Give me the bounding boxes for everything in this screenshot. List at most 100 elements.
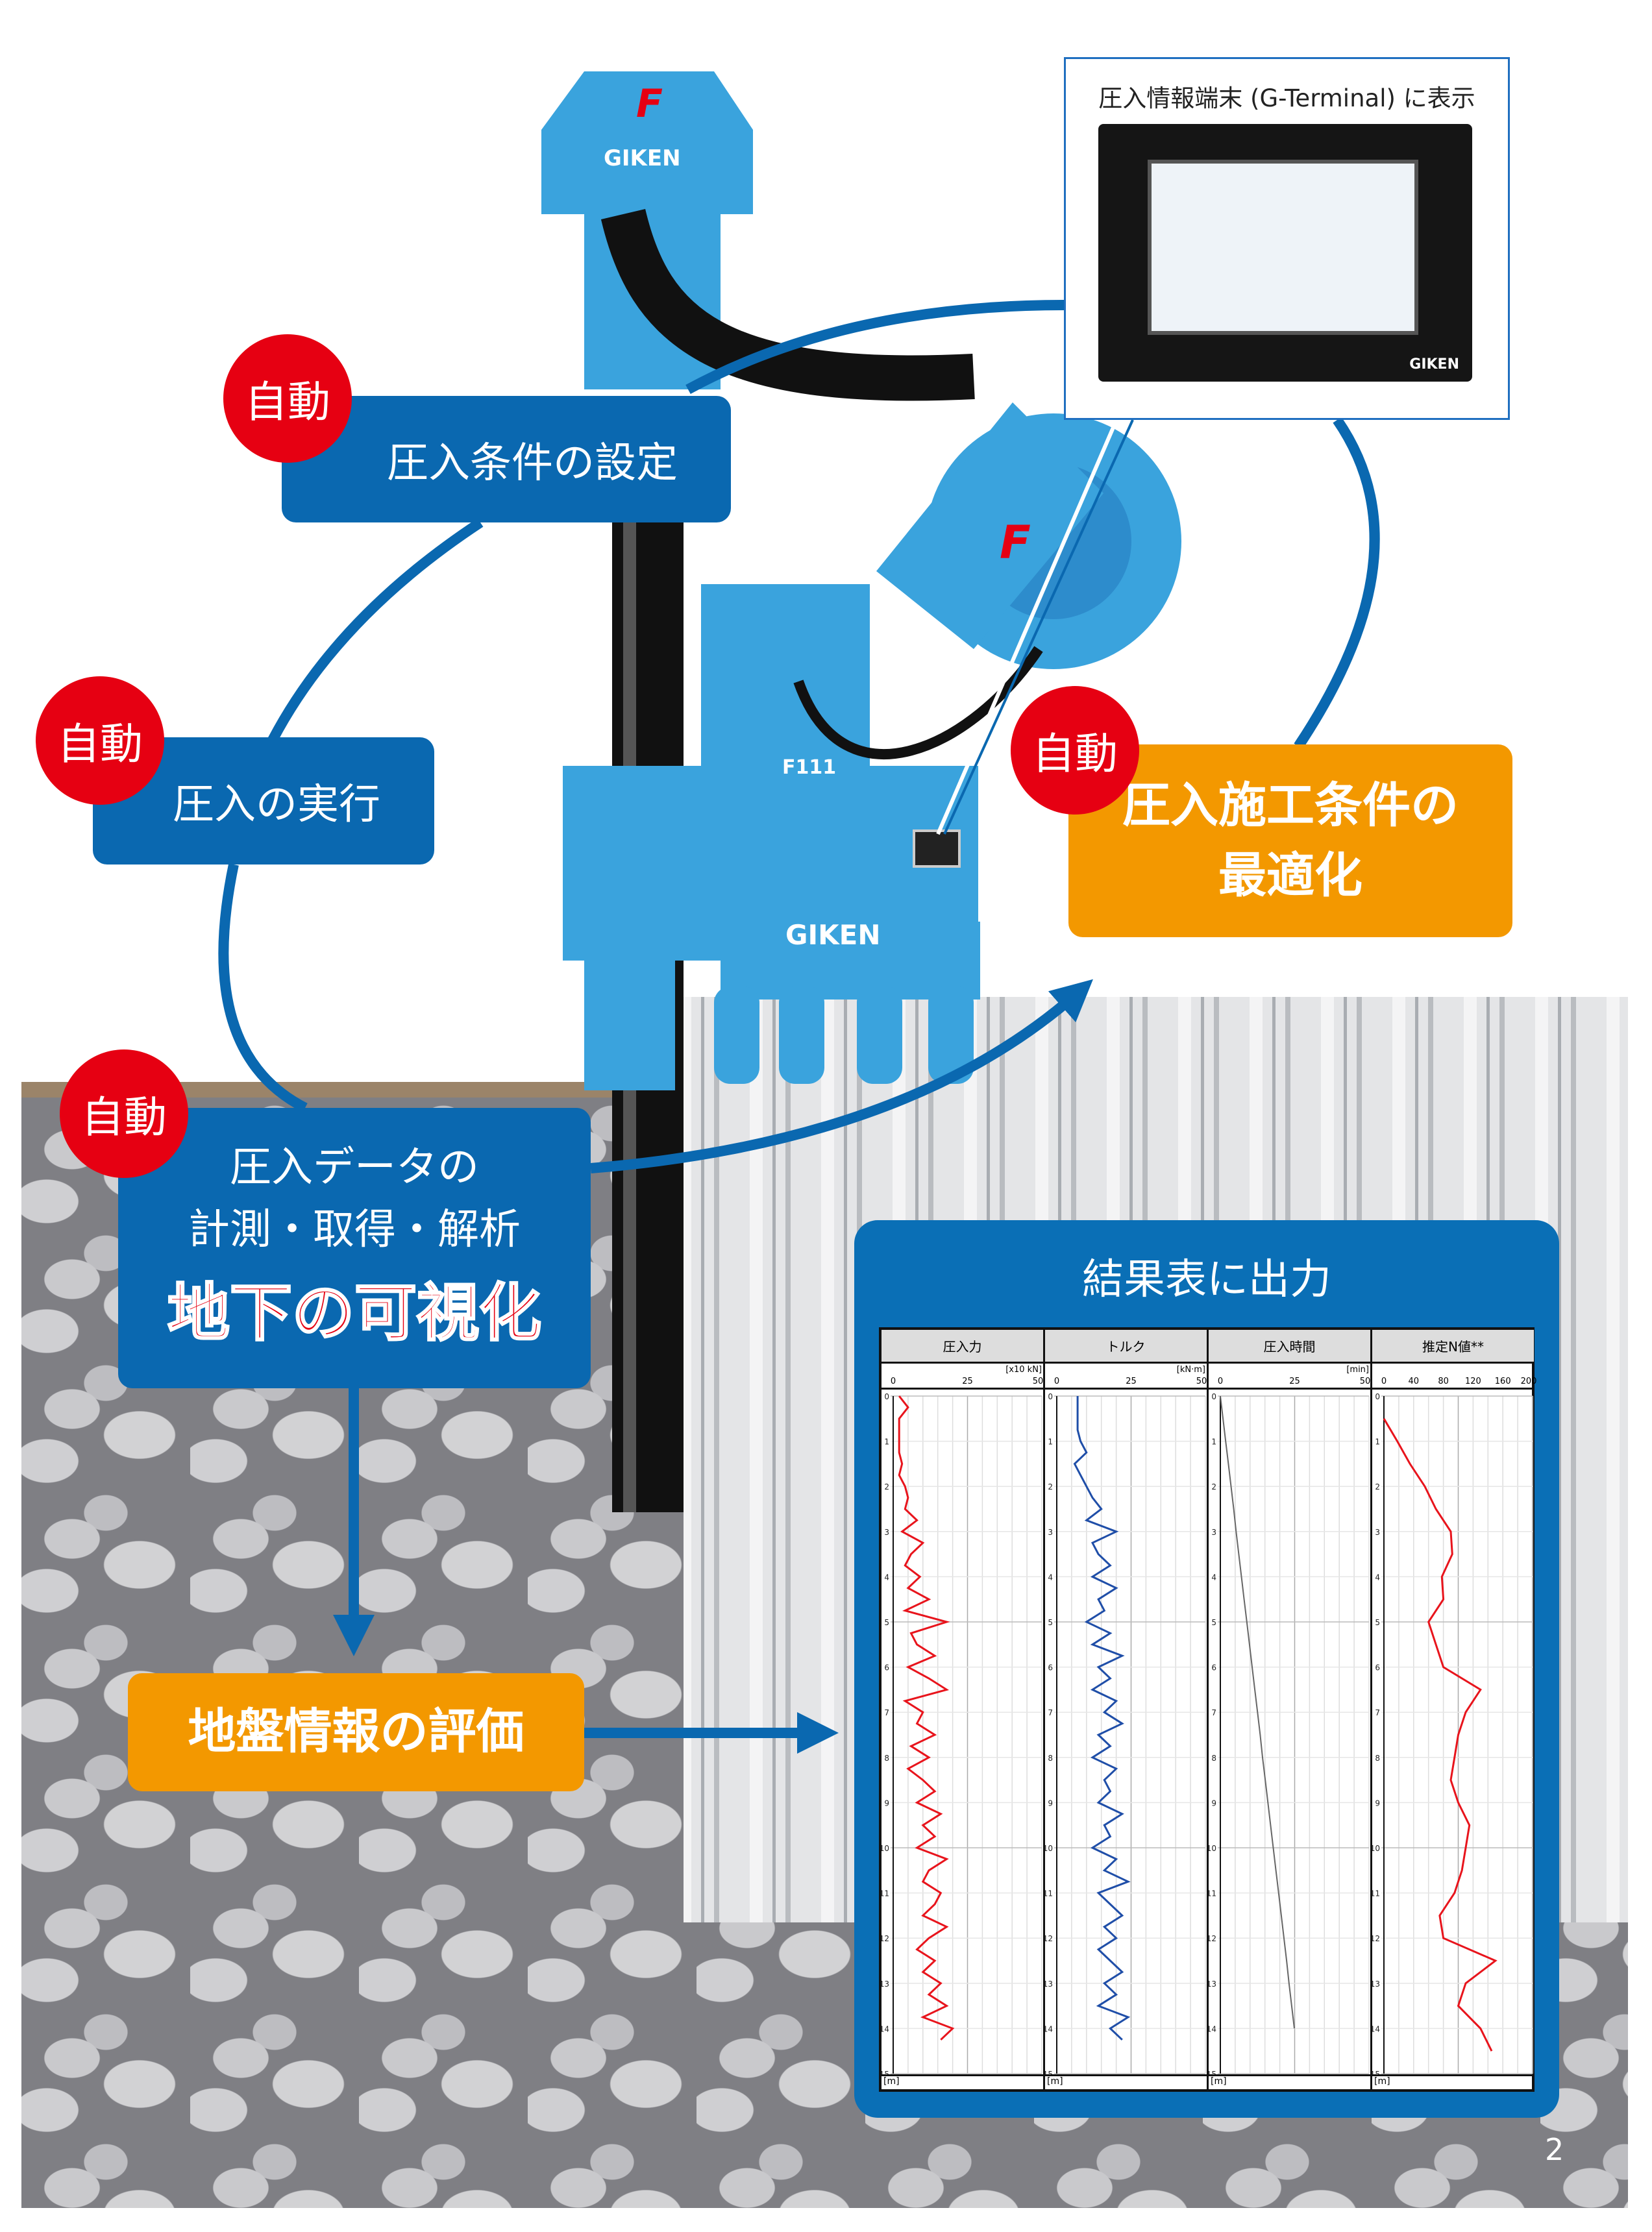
chart-y-tick: 2: [1048, 1482, 1053, 1491]
terminal-title: 圧入情報端末 (G-Terminal) に表示: [1098, 84, 1475, 112]
chart-y-tick: 15: [1209, 2070, 1216, 2074]
chart-y-tick: 3: [1375, 1527, 1380, 1536]
chart-x-tick: 40: [1408, 1376, 1420, 1386]
page-number: 2: [1545, 2132, 1564, 2167]
chart-y-tick: 8: [1211, 1753, 1216, 1762]
chart-y-tick: 11: [1372, 1889, 1380, 1898]
chart-y-tick: 13: [1372, 1979, 1380, 1988]
step-data: 圧入データの 計測・取得・解析 地下の可視化: [118, 1108, 591, 1388]
chart-y-tick: 8: [1375, 1753, 1380, 1762]
chart-y-tick: 13: [881, 1979, 889, 1988]
terminal-pointer-line: [936, 419, 1118, 835]
optimize-line1: 圧入施工条件の: [1122, 778, 1459, 834]
chart-y-tick: 7: [1048, 1708, 1053, 1717]
chart-y-tick: 4: [1211, 1573, 1216, 1582]
chart-x-tick: 50: [1359, 1376, 1371, 1386]
terminal-screen: [1148, 160, 1418, 335]
flow-line-data-to-optimize: [590, 979, 1093, 1173]
chart-y-tick: 0: [884, 1392, 889, 1401]
chart-y-tick: 3: [1211, 1527, 1216, 1536]
chart-y-tick: 2: [884, 1482, 889, 1491]
chart-y-tick: 0: [1048, 1392, 1053, 1401]
chart-y-tick: 6: [1375, 1663, 1380, 1672]
chart-y-tick: 5: [1375, 1618, 1380, 1627]
chart-y-tick: 6: [884, 1663, 889, 1672]
chart-y-tick: 10: [881, 1844, 889, 1853]
chart-y-tick: 14: [881, 2024, 889, 2033]
chart-y-tick: 3: [1048, 1527, 1053, 1536]
chart-y-tick: 1: [1048, 1437, 1053, 1446]
chart-x-tick: 25: [1126, 1376, 1137, 1386]
chart-y-tick: 0: [1211, 1392, 1216, 1401]
chart-series-line: [1383, 1417, 1498, 2052]
chart-y-tick: 9: [1375, 1798, 1380, 1808]
chart-y-tick: 8: [1048, 1753, 1053, 1762]
chart-y-tick: 4: [884, 1573, 889, 1582]
terminal-monitor: GIKEN: [1098, 124, 1472, 382]
chart-y-tick: 10: [1209, 1844, 1216, 1853]
chart-unit-label: [x10 kN]: [1005, 1364, 1042, 1375]
auto-badge-setting: 自動: [223, 334, 352, 463]
chart-y-tick: 9: [884, 1798, 889, 1808]
chart-y-tick: 12: [1045, 1934, 1053, 1943]
chart-series-line: [1220, 1395, 1295, 2029]
chart-y-tick: 2: [1211, 1482, 1216, 1491]
chart-column-title: 圧入力: [881, 1330, 1043, 1364]
monitor-giken-logo: GIKEN: [1409, 356, 1459, 373]
chart-y-tick: 14: [1372, 2024, 1380, 2033]
chart-x-axis: [kN·m] 0 25 50: [1045, 1364, 1207, 1390]
chart-y-tick: 3: [884, 1527, 889, 1536]
machine-model-label: F111: [782, 756, 836, 779]
chart-y-tick: 11: [881, 1889, 889, 1898]
chart-y-unit: [m]: [1045, 2074, 1207, 2089]
chart-y-tick: 12: [1372, 1934, 1380, 1943]
chart-y-tick: 1: [1211, 1437, 1216, 1446]
chart-y-tick: 9: [1211, 1798, 1216, 1808]
chart-y-tick: 6: [1048, 1663, 1053, 1672]
flow-line-terminal: [685, 300, 1065, 395]
chart-y-tick: 4: [1375, 1573, 1380, 1582]
chart-y-tick: 12: [1209, 1934, 1216, 1943]
chart-x-tick: 25: [962, 1376, 973, 1386]
chart-x-tick: 160: [1494, 1376, 1511, 1386]
chart-x-tick: 80: [1438, 1376, 1449, 1386]
chart-x-tick: 25: [1289, 1376, 1300, 1386]
chart-y-tick: 2: [1375, 1482, 1380, 1491]
chart-y-tick: 15: [1372, 2070, 1380, 2074]
flow-line-setting-to-execution: [267, 518, 484, 742]
chart-unit-label: [kN·m]: [1176, 1364, 1205, 1375]
chart-x-tick: 0: [1054, 1376, 1060, 1386]
chart-y-tick: 11: [1209, 1889, 1216, 1898]
chart-x-tick: 0: [1217, 1376, 1224, 1386]
chart-y-tick: 7: [1211, 1708, 1216, 1717]
step-optimize: 圧入施工条件の 最適化: [1068, 744, 1512, 937]
chart-y-tick: 1: [884, 1437, 889, 1446]
chart-x-tick: 200: [1520, 1376, 1537, 1386]
chart-y-tick: 10: [1372, 1844, 1380, 1853]
chart-y-tick: 14: [1209, 2024, 1216, 2033]
step-evaluation: 地盤情報の評価: [128, 1673, 584, 1791]
chart-x-tick: 50: [1196, 1376, 1207, 1386]
flow-line-execution-to-data: [218, 863, 308, 1113]
chart-y-unit: [m]: [1209, 2074, 1370, 2089]
chart-y-tick: 5: [884, 1618, 889, 1627]
chart-y-unit: [m]: [881, 2074, 1043, 2089]
chart-y-tick: 6: [1211, 1663, 1216, 1672]
chart-y-tick: 1: [1375, 1437, 1380, 1446]
brand-mark-drum: F: [1000, 516, 1031, 569]
chart-y-tick: 5: [1211, 1618, 1216, 1627]
flow-arrows: [218, 300, 1380, 1754]
machine-giken-logo: GIKEN: [785, 919, 881, 951]
chart-column-title: 推定N値**: [1372, 1330, 1534, 1364]
visualize-text: 地下の可視化: [167, 1276, 543, 1351]
